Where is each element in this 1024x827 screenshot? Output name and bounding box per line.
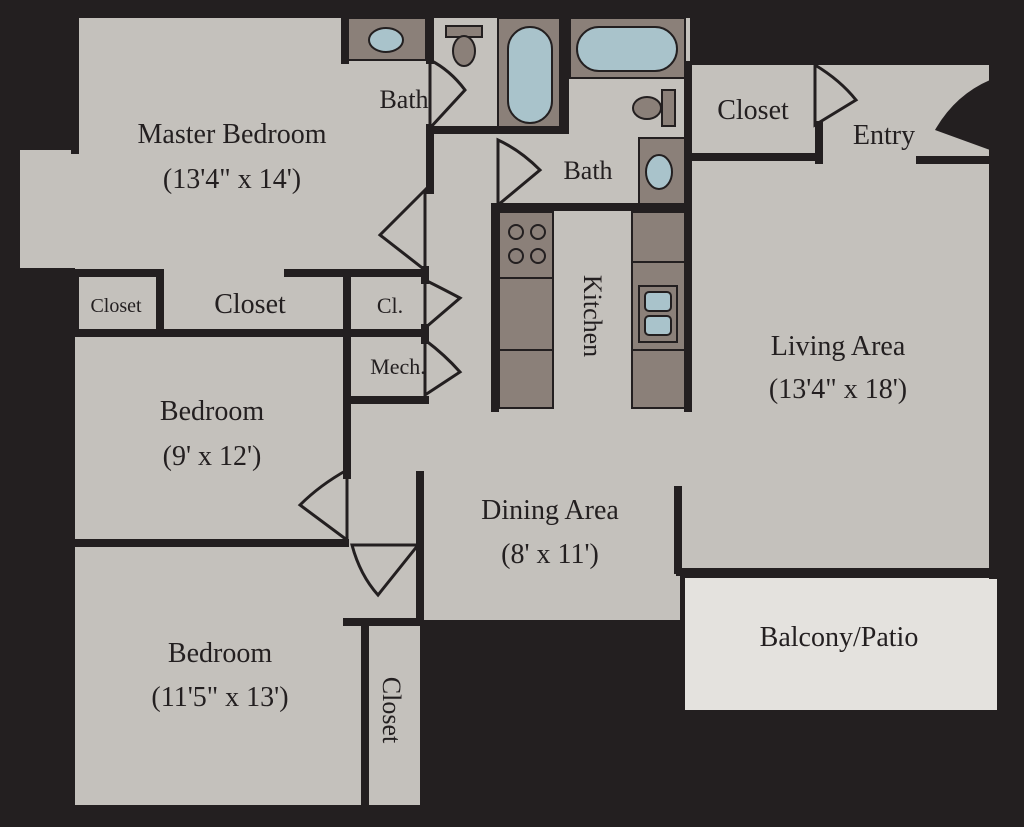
- door-entry: [935, 80, 990, 150]
- door-hall-bath: [496, 137, 543, 209]
- dining-area-label: Dining Area: [481, 495, 619, 526]
- hall-bath-label: Bath: [563, 156, 612, 185]
- floor-area: [20, 18, 990, 805]
- sink-icon: [368, 27, 404, 53]
- bedroom-3-size: (11'5" x 13'): [151, 682, 288, 713]
- dining-area-size: (8' x 11'): [501, 539, 599, 570]
- toilet-tank-icon: [661, 89, 676, 127]
- doors[interactable]: [297, 57, 990, 598]
- kitchen-label: Kitchen: [578, 275, 607, 357]
- master-bedroom-label: Master Bedroom: [138, 119, 327, 150]
- door-bedroom-2: [297, 467, 349, 543]
- bedroom-2-label: Bedroom: [160, 396, 264, 427]
- bedroom-3-label: Bedroom: [168, 638, 272, 669]
- entry-label: Entry: [853, 120, 915, 151]
- master-bath-label: Bath: [379, 85, 428, 114]
- living-area-size: (13'4" x 18'): [769, 374, 907, 405]
- cl-closet-label: Cl.: [377, 293, 403, 318]
- door-master-bedroom: [377, 186, 427, 274]
- door-closet-cl: [423, 277, 463, 332]
- living-area-label: Living Area: [771, 331, 906, 362]
- small-closet-label: Closet: [90, 295, 142, 317]
- bedroom-2-size: (9' x 12'): [163, 441, 262, 472]
- bathtub-icon: [507, 26, 553, 124]
- balcony-area: [685, 578, 997, 710]
- toilet-icon: [452, 35, 476, 67]
- door-entry-closet: [813, 62, 859, 128]
- door-master-bath: [428, 57, 467, 132]
- bathtub-icon: [576, 26, 678, 72]
- fixtures: [347, 17, 687, 409]
- middle-closet-label: Closet: [214, 289, 286, 320]
- toilet-icon: [632, 96, 662, 120]
- door-mech: [423, 336, 463, 398]
- kitchen-counter-left: [498, 211, 554, 409]
- entry-closet-label: Closet: [717, 95, 789, 126]
- stove-icon: [508, 224, 546, 264]
- door-bedroom-3: [350, 543, 422, 598]
- mech-label: Mech.: [370, 354, 426, 379]
- sink-icon: [645, 154, 673, 190]
- bedroom-3-closet-label: Closet: [377, 677, 406, 744]
- balcony-label: Balcony/Patio: [760, 622, 919, 653]
- walls: [16, 14, 999, 809]
- master-bedroom-size: (13'4" x 14'): [163, 164, 301, 195]
